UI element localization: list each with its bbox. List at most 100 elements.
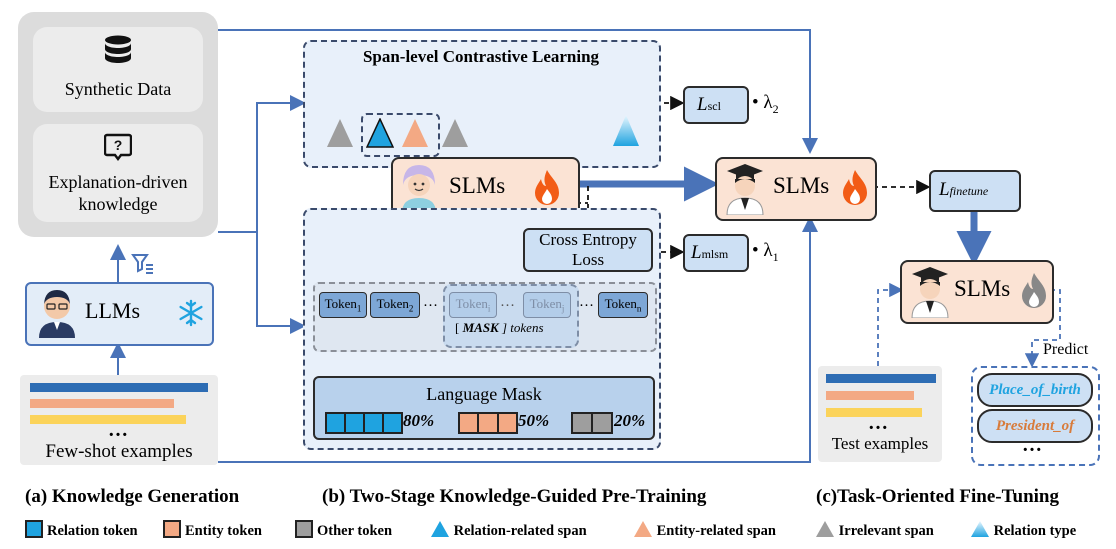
- irrelevant-span-left: [327, 119, 353, 147]
- test-ellipsis: …: [868, 412, 888, 434]
- legend-entity-token-text: Entity token: [185, 523, 262, 539]
- relation-type-triangle: [613, 115, 639, 146]
- relation-span-legend-icon: [431, 521, 449, 537]
- test-bar-3: [826, 408, 922, 417]
- legend-entity-span-text: Entity-related span: [656, 523, 776, 539]
- student-avatar-icon: [402, 165, 436, 213]
- token-1: Token1: [319, 292, 367, 318]
- lambda1-sub: 1: [772, 249, 779, 264]
- few-shot-box: … Few-shot examples: [20, 375, 218, 465]
- token-n: Tokenn: [598, 292, 648, 318]
- slms-inference-label: SLMs: [954, 276, 1011, 301]
- legend-relation-span-text: Relation-related span: [453, 523, 587, 539]
- prediction-ellipsis: …: [1022, 434, 1042, 456]
- legend-relation-token-text: Relation token: [47, 523, 138, 539]
- lambda2-label: • λ2: [752, 92, 779, 117]
- mask-label-open: [: [455, 320, 463, 335]
- person-avatar-icon: [39, 290, 75, 338]
- legend-other-token: Other token: [295, 520, 392, 540]
- mask-square: [593, 414, 611, 432]
- legend-relation-span: Relation-related span: [430, 520, 587, 540]
- loss-mlsm-sub: mlsm: [701, 247, 729, 261]
- label-place-of-birth: Place_of_birth: [977, 373, 1093, 407]
- fire-icon: [535, 170, 559, 205]
- relation-mask-squares: [325, 412, 403, 434]
- few-shot-label: Few-shot examples: [45, 441, 193, 462]
- test-bar-2: [826, 391, 914, 400]
- entity-span-legend-icon: [634, 521, 652, 537]
- loss-mlsm-box: Lmlsm: [683, 234, 749, 272]
- mask-square: [327, 414, 346, 432]
- other-mask-squares: [571, 412, 613, 434]
- few-shot-ellipsis: …: [108, 419, 128, 441]
- token-dots-3: …: [579, 294, 594, 310]
- token-i: Tokeni: [449, 292, 497, 318]
- mask-tokens-label: [ MASK ] tokens: [455, 320, 544, 336]
- pct-relation: 80%: [403, 411, 435, 430]
- caption-a: (a) Knowledge Generation: [25, 486, 240, 507]
- irrelevant-span-right: [442, 119, 468, 147]
- cross-entropy-line2: Loss: [571, 250, 605, 269]
- svg-text:?: ?: [114, 137, 123, 153]
- explanation-card: ? Explanation-driven knowledge: [33, 124, 203, 222]
- loss-scl-main: L: [697, 94, 708, 115]
- prediction-box: [971, 366, 1100, 466]
- filter-icon: [131, 254, 153, 274]
- token-j-text: Token: [529, 296, 562, 311]
- mask-square: [365, 414, 384, 432]
- entity-token-swatch: [163, 520, 181, 538]
- legend-relation-type: Relation type: [970, 520, 1076, 540]
- test-bar-1: [826, 374, 936, 383]
- mask-square: [499, 414, 516, 432]
- lambda2-sub: 2: [772, 101, 779, 116]
- database-icon: [105, 35, 131, 63]
- slms-finetune-box: SLMs: [715, 157, 877, 221]
- language-mask-box: Language Mask 80% 50% 20%: [313, 376, 655, 440]
- synthetic-data-label: Synthetic Data: [64, 79, 172, 99]
- loss-mlsm-text: Lmlsm: [691, 242, 728, 264]
- graduate-avatar-icon: [726, 164, 764, 215]
- fire-icon: [843, 170, 867, 205]
- loss-scl-text: Lscl: [697, 94, 721, 116]
- legend-relation-token: Relation token: [25, 520, 138, 540]
- loss-mlsm-main: L: [691, 242, 702, 263]
- relation-token-swatch: [25, 520, 43, 538]
- loss-scl-sub: scl: [707, 99, 721, 113]
- caption-b: (b) Two-Stage Knowledge-Guided Pre-Train…: [322, 486, 707, 507]
- legend-irrelevant-span: Irrelevant span: [815, 520, 934, 540]
- test-examples-label: Test examples: [831, 434, 929, 453]
- snowflake-icon: [179, 299, 203, 327]
- loss-finetune-sub: finetune: [949, 184, 989, 198]
- language-mask-label: Language Mask: [426, 384, 542, 404]
- question-bubble-icon: ?: [104, 133, 132, 161]
- test-examples-box: … Test examples: [818, 366, 942, 462]
- mask-square: [573, 414, 593, 432]
- token-1-text: Token: [324, 296, 357, 311]
- token-1-sub: 1: [356, 303, 362, 314]
- irrelevant-span-legend-icon: [816, 521, 834, 537]
- llms-label: LLMs: [85, 298, 140, 323]
- loss-finetune-main: L: [939, 179, 950, 200]
- token-dots-1: …: [423, 294, 438, 310]
- graduate-avatar-icon: [911, 267, 949, 318]
- slms-finetune-label: SLMs: [773, 173, 830, 198]
- llms-box: LLMs: [25, 282, 214, 346]
- caption-c: (c)Task-Oriented Fine-Tuning: [816, 486, 1059, 507]
- token-i-text: Token: [455, 296, 488, 311]
- legend-entity-span: Entity-related span: [633, 520, 776, 540]
- lambda1-label: • λ1: [752, 240, 779, 265]
- legend-entity-token: Entity token: [163, 520, 262, 540]
- span-group-box: [361, 113, 440, 157]
- lambda2-text: • λ: [752, 92, 773, 113]
- pct-entity: 50%: [518, 411, 550, 430]
- mask-label-bold: MASK: [462, 320, 499, 335]
- pct-other: 20%: [614, 411, 646, 430]
- legend-other-token-text: Other token: [317, 523, 393, 539]
- legend: Relation token Entity token Other token …: [25, 520, 1115, 544]
- mask-label-close: ] tokens: [498, 320, 544, 335]
- other-token-swatch: [295, 520, 313, 538]
- span-cl-title: Span-level Contrastive Learning: [362, 47, 600, 66]
- token-2: Token2: [370, 292, 420, 318]
- label-president-of: President_of: [977, 409, 1093, 443]
- token-j-sub: j: [561, 303, 565, 314]
